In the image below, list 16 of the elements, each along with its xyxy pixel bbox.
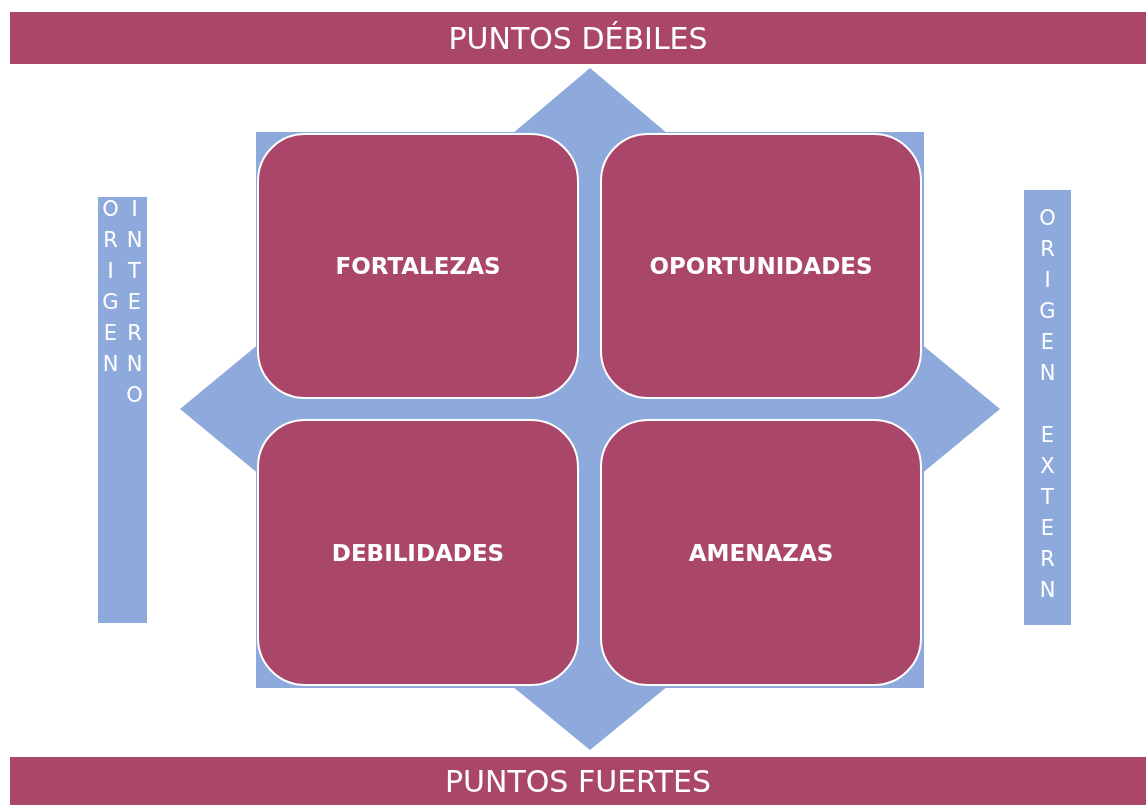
quadrant-title: FORTALEZAS — [335, 253, 501, 279]
side-band — [98, 197, 147, 623]
quadrant-title: DEBILIDADES — [331, 539, 505, 566]
quadrant-box — [600, 419, 922, 686]
quadrant-box — [600, 133, 922, 399]
band-label: PUNTOS FUERTES — [444, 763, 712, 799]
quadrant-box — [257, 133, 579, 399]
band-label: PUNTOS DÉBILES — [448, 20, 708, 56]
header-band — [10, 12, 1146, 64]
band-label: ORIGEN EXTERN — [1035, 206, 1060, 609]
side-band — [1024, 190, 1071, 625]
footer-band — [10, 757, 1146, 805]
quadrant-title: AMENAZAS — [688, 539, 834, 566]
quadrant-title: OPORTUNIDADES — [649, 253, 873, 279]
band-label: ORIGEN INTERNO — [98, 197, 147, 416]
quadrant-box — [257, 419, 579, 686]
